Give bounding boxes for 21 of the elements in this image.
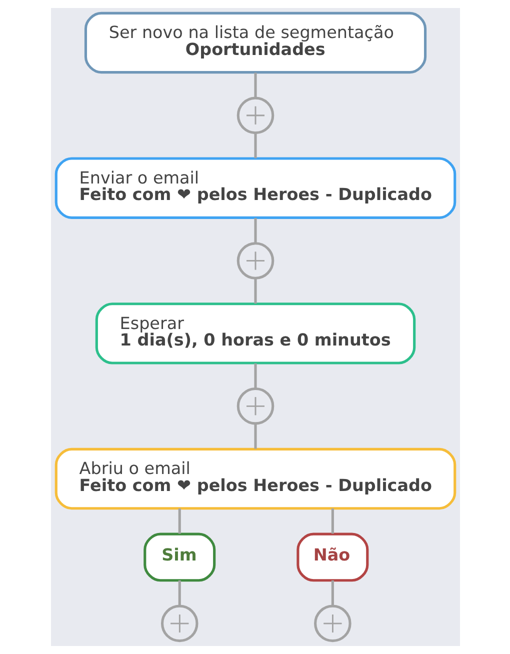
connector	[178, 580, 180, 606]
node-box: Enviar o email Feito com ❤ pelos Heroes - Duplicado	[54, 157, 456, 219]
node-box: Ser novo na lista de segmentação Oportunidades	[84, 12, 426, 74]
connector	[254, 72, 256, 98]
connector	[254, 363, 256, 389]
node-box: Sim	[143, 532, 216, 582]
connector	[178, 508, 180, 534]
connector	[330, 580, 334, 606]
node-box: Não	[296, 532, 368, 582]
connector	[254, 218, 256, 244]
node-circle	[314, 604, 351, 642]
node-circle	[160, 604, 198, 642]
node-box: Esperar 1 dia(s), 0 horas e 0 minutos	[94, 302, 416, 364]
connector	[254, 424, 256, 449]
connector	[330, 508, 334, 534]
node-box: Abriu o email Feito com ❤ pelos Heroes - Duplicado	[54, 448, 456, 510]
node-circle	[236, 96, 274, 134]
connector	[254, 278, 256, 304]
node-circle	[236, 387, 274, 425]
connector	[254, 133, 256, 158]
node-circle	[236, 242, 274, 280]
